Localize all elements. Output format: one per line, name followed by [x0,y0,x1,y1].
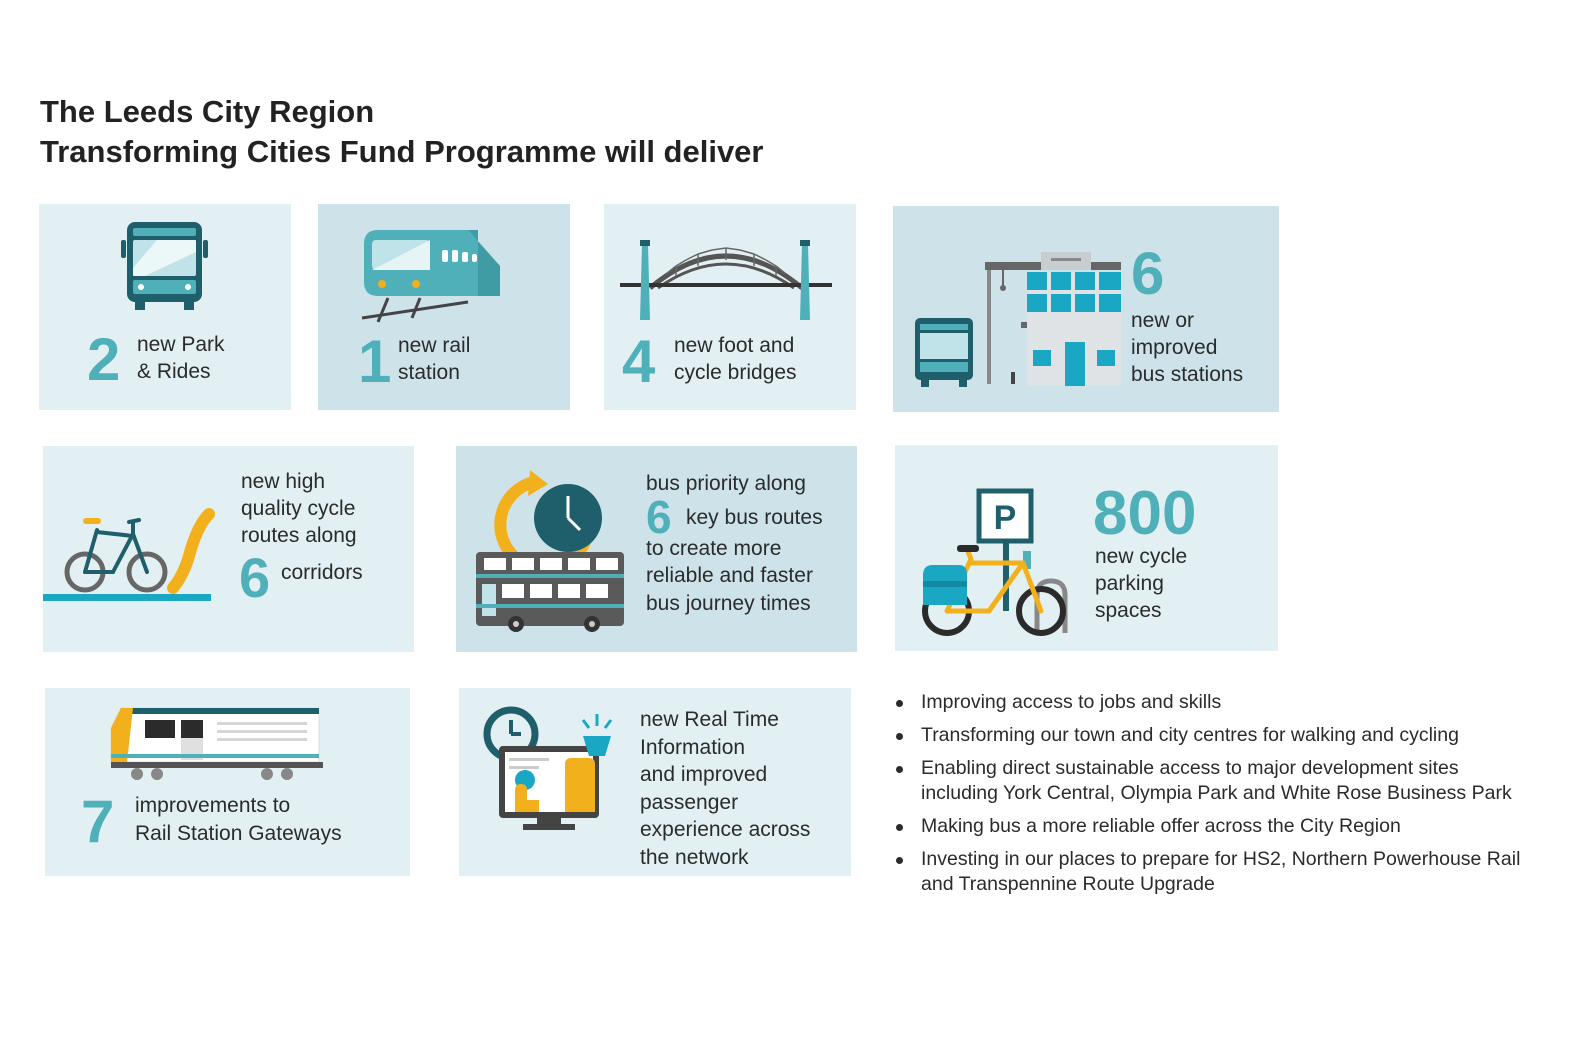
benefit-item: Improving access to jobs and skills [893,690,1533,715]
rail-station-label-1: new rail [398,334,471,357]
cycle-parking-label-1: new cycle [1095,545,1188,568]
bus-stations-label-2: improved [1131,336,1218,359]
card-cycle-routes: new high quality cycle routes along 6 co… [43,446,414,652]
gateways-label-1: improvements to [135,794,291,817]
card-rail-station: 1 new rail station [318,204,570,410]
card-gateways: 7 improvements to Rail Station Gateways [45,688,410,876]
cycle-routes-label-3: routes along [241,524,357,547]
rti-label-6: the network [640,846,749,869]
cycle-routes-number: 6 [239,546,271,609]
rti-label-4: passenger [640,791,739,814]
bridges-number: 4 [622,328,656,395]
bus-priority-label-3: to create more [646,537,782,560]
benefits-list: Improving access to jobs and skills Tran… [893,690,1533,905]
cycle-parking-icon: P [922,488,1068,636]
cycle-parking-label-3: spaces [1095,599,1162,622]
rail-station-label-2: station [398,361,460,384]
bus-icon [121,222,208,310]
bus-priority-label-4: reliable and faster [646,564,813,587]
train-icon [361,230,500,323]
page-title: The Leeds City Region Transforming Citie… [40,92,764,172]
svg-text:P: P [994,499,1017,537]
card-park-rides: 2 new Park & Rides [39,204,291,410]
bus-stations-label-3: bus stations [1131,363,1244,386]
rti-label-3: and improved [640,763,768,786]
park-rides-number: 2 [87,326,121,393]
cycle-routes-label-2: quality cycle [241,497,356,520]
rti-label-1: new Real Time [640,708,779,731]
cycle-routes-label-1: new high [241,470,326,493]
bus-station-icon [915,252,1121,387]
bus-priority-label-2: key bus routes [686,506,823,529]
bridges-label-1: new foot and [674,334,795,357]
clock-bus-icon [476,470,624,632]
rti-label-5: experience across [640,818,811,841]
bus-stations-number: 6 [1131,240,1165,307]
card-bridges: 4 new foot and cycle bridges [604,204,856,410]
card-bus-priority: bus priority along 6 key bus routes to c… [456,446,857,652]
bridges-label-2: cycle bridges [674,361,797,384]
card-cycle-parking: P 800 new cycle parking spaces [895,445,1278,651]
title-line-1: The Leeds City Region [40,94,375,129]
park-rides-label-2: & Rides [137,360,211,383]
cycle-parking-number: 800 [1093,479,1197,548]
park-rides-label-1: new Park [137,333,225,356]
title-line-2: Transforming Cities Fund Programme will … [40,134,764,169]
cycle-parking-label-2: parking [1095,572,1164,595]
rti-label-2: Information [640,736,746,759]
benefit-item: Enabling direct sustainable access to ma… [893,756,1533,806]
bicycle-icon [43,508,215,601]
cycle-routes-label-4: corridors [281,561,363,584]
bus-priority-label-1: bus priority along [646,472,806,495]
tram-icon [110,707,323,780]
bus-stations-label-1: new or [1131,309,1195,332]
benefit-item: Making bus a more reliable offer across … [893,814,1533,839]
benefit-item: Investing in our places to prepare for H… [893,847,1533,897]
rail-station-number: 1 [358,328,392,395]
bus-priority-number: 6 [646,491,672,543]
info-screen-icon [483,706,613,830]
card-bus-stations: 6 new or improved bus stations [893,206,1279,412]
bridge-icon [620,240,832,320]
benefit-item: Transforming our town and city centres f… [893,723,1533,748]
gateways-label-2: Rail Station Gateways [135,822,342,845]
gateways-number: 7 [81,788,115,855]
bus-priority-label-5: bus journey times [646,592,811,615]
card-real-time-info: new Real Time Information and improved p… [459,688,851,876]
